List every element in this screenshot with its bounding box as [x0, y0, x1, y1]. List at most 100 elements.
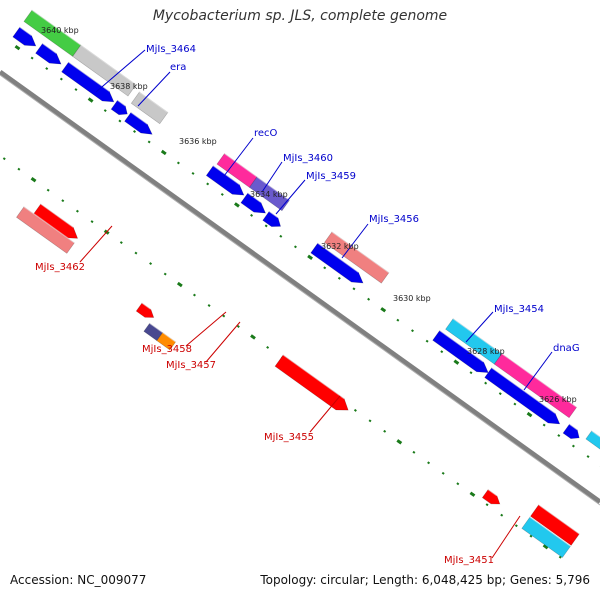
tick-mark [236, 325, 240, 328]
tick-mark [542, 543, 549, 550]
tick-mark [412, 450, 416, 454]
tick-mark [134, 251, 138, 255]
leader-line [185, 311, 227, 347]
cyan-feature-highlight [591, 430, 600, 438]
tick-mark [264, 224, 268, 228]
tick-mark [61, 199, 65, 203]
topology-text: Topology: circular; [260, 573, 369, 587]
blue-gene-arrow-highlight [317, 242, 359, 273]
tick-mark [383, 429, 387, 433]
gene-label-dnag[interactable]: dnaG [553, 343, 580, 354]
tick-mark [484, 381, 488, 385]
accession-text: Accession: NC_009077 [10, 573, 147, 587]
tick-mark [469, 371, 473, 375]
leader-line [341, 223, 369, 259]
gene-label-mjls-3460[interactable]: MjIs_3460 [283, 153, 333, 164]
tick-mark [163, 272, 167, 276]
leader-line [465, 311, 494, 343]
tick-mark [353, 408, 357, 412]
tick-mark [557, 434, 561, 438]
gene-label-mjls-3458[interactable]: MjIs_3458 [142, 344, 192, 355]
cyan-feature [585, 430, 600, 450]
grey-feature-highlight [80, 44, 137, 86]
tick-mark [396, 318, 400, 322]
labels-layer: 3640 kbp 3638 kbp 3636 kbp 3634 kbp 3632… [35, 26, 580, 566]
blue-gene-arrow-highlight [491, 367, 556, 414]
tick-mark [14, 44, 21, 51]
tick-mark [30, 177, 37, 183]
tick-mark [514, 524, 518, 528]
tick-mark [558, 555, 562, 559]
tick-mark [46, 188, 50, 192]
tick-mark [206, 182, 210, 186]
leader-line [79, 225, 113, 263]
tick-mark [307, 254, 313, 260]
red-gene-arrow-highlight [282, 354, 345, 400]
gene-label-mjls-3451[interactable]: MjIs_3451 [444, 555, 494, 566]
tick-mark [586, 455, 590, 458]
gene-label-mjls-3457[interactable]: MjIs_3457 [166, 360, 216, 371]
leader-line [275, 179, 306, 215]
tick-mark [119, 241, 123, 245]
label-leader-lines [79, 49, 553, 559]
blue-gene-arrow-highlight [130, 111, 148, 125]
scale-label-3632: 3632 kbp [321, 242, 359, 251]
tick-mark [427, 461, 431, 465]
cyan-feature-highlight [452, 318, 503, 355]
tick-mark [103, 109, 107, 112]
genome-summary: Topology: circular; Length: 6,048,425 bp… [260, 573, 590, 587]
genome-backbone [0, 69, 600, 506]
tick-mark [191, 171, 195, 175]
scale-label-3626: 3626 kbp [539, 395, 577, 404]
gene-label-mjls-3464[interactable]: MjIs_3464 [146, 44, 196, 55]
blue-gene-arrow-highlight [19, 26, 32, 37]
tick-mark [411, 329, 414, 333]
slate-feature-highlight [149, 322, 164, 334]
gene-label-mjls-3455[interactable]: MjIs_3455 [264, 432, 314, 443]
scale-label-3638: 3638 kbp [110, 82, 148, 91]
red-gene-arrow-highlight [487, 489, 498, 497]
blue-gene-arrow [562, 423, 580, 439]
grey-feature-highlight [139, 91, 169, 113]
tick-mark [90, 220, 94, 224]
tick-mark [220, 192, 224, 196]
map-title: Mycobacterium sp. JLS, complete genome [152, 8, 448, 24]
leader-line [491, 515, 521, 559]
gene-label-era[interactable]: era [170, 62, 186, 73]
tick-marks [2, 44, 600, 559]
tick-mark [45, 67, 49, 71]
tick-mark [513, 402, 517, 406]
blue-gene-arrow-highlight [212, 165, 240, 185]
scale-label-3634: 3634 kbp [250, 190, 288, 199]
gene-label-mjls-3456[interactable]: MjIs_3456 [369, 214, 419, 225]
tick-mark [441, 471, 445, 475]
leader-line [309, 395, 341, 433]
gene-label-mjls-3459[interactable]: MjIs_3459 [306, 171, 356, 182]
tick-mark [118, 119, 122, 123]
tick-mark [337, 276, 341, 280]
tick-mark [526, 411, 533, 418]
gene-label-mjls-3462[interactable]: MjIs_3462 [35, 262, 85, 273]
backbone-highlight [0, 74, 600, 506]
tick-mark [571, 444, 575, 448]
blue-gene-arrow-highlight [247, 192, 262, 203]
features-layer [12, 9, 600, 558]
tick-mark [456, 482, 460, 486]
tick-mark [160, 149, 167, 156]
red-gene-arrow-highlight [40, 203, 74, 228]
backbone-line [0, 69, 600, 505]
scale-label-3628: 3628 kbp [467, 347, 505, 356]
tick-mark [176, 281, 183, 288]
tick-mark [30, 56, 34, 60]
tick-mark [529, 534, 533, 538]
gene-label-reco[interactable]: recO [254, 128, 278, 139]
tick-mark [396, 439, 403, 445]
tick-mark [266, 346, 270, 349]
tick-mark [75, 209, 79, 213]
gene-label-mjls-3454[interactable]: MjIs_3454 [494, 304, 544, 315]
tick-mark [293, 245, 297, 249]
tick-mark [74, 88, 78, 92]
tick-mark [368, 419, 372, 423]
